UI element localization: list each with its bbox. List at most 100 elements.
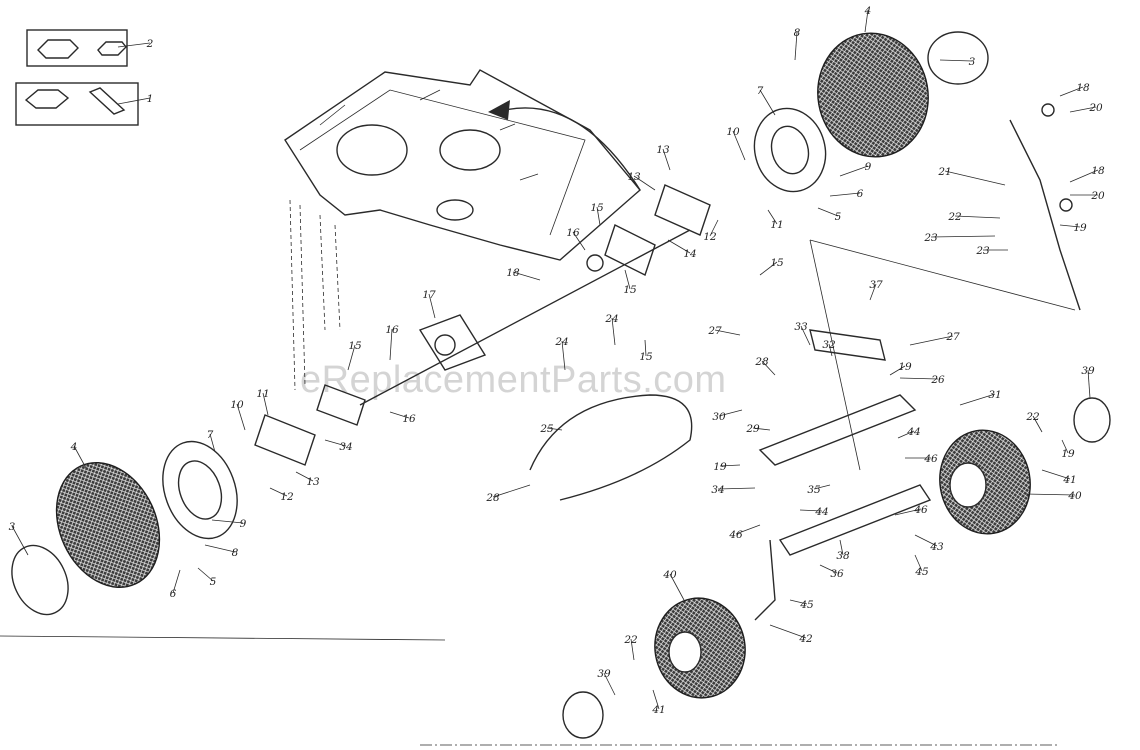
- callout-number: 19: [1061, 448, 1075, 460]
- callout-29: 29: [745, 423, 771, 435]
- callout-number: 46: [728, 529, 743, 541]
- callout-45: 45: [914, 554, 929, 578]
- callout-19: 19: [889, 361, 912, 376]
- callout-43: 43: [914, 534, 944, 553]
- rear-axle-assembly: [254, 184, 711, 466]
- callout-number: 40: [662, 569, 677, 581]
- callout-41: 41: [651, 689, 666, 716]
- callout-number: 5: [835, 211, 842, 223]
- callout-number: 37: [869, 279, 883, 291]
- callout-11: 11: [767, 209, 784, 231]
- callout-number: 15: [639, 351, 653, 363]
- callout-19: 19: [1059, 222, 1087, 234]
- callout-number: 13: [627, 171, 641, 183]
- callout-number: 39: [597, 668, 611, 680]
- callout-number: 12: [703, 231, 717, 243]
- callout-leader: [897, 430, 915, 439]
- callout-leader: [1087, 369, 1091, 399]
- callout-17: 17: [422, 289, 436, 319]
- callout-number: 33: [794, 321, 808, 333]
- callout-number: 7: [757, 85, 764, 97]
- callout-number: 12: [280, 491, 294, 503]
- callout-number: 15: [348, 340, 362, 352]
- callout-number: 45: [799, 599, 814, 611]
- callout-6: 6: [170, 569, 181, 600]
- callout-leader: [709, 219, 719, 237]
- left-hubcap: [11, 544, 69, 616]
- callout-leader: [209, 433, 216, 453]
- callout-16: 16: [566, 227, 586, 251]
- callout-46: 46: [728, 524, 761, 541]
- callout-number: 3: [9, 521, 16, 533]
- callout-15: 15: [590, 202, 604, 226]
- callout-leader: [669, 573, 685, 601]
- callout-number: 3: [969, 56, 976, 68]
- callout-leader: [767, 209, 778, 225]
- callout-8: 8: [794, 27, 801, 61]
- callout-leader: [939, 59, 973, 62]
- callout-number: 38: [836, 550, 850, 562]
- callout-19: 19: [713, 461, 741, 473]
- callout-leader: [759, 261, 778, 276]
- callout-10: 10: [230, 399, 246, 431]
- callout-leader: [914, 534, 938, 547]
- callout-1: 1: [117, 93, 153, 105]
- callout-2: 2: [117, 38, 154, 50]
- callout-leader: [732, 130, 746, 161]
- callout-leader: [930, 235, 996, 238]
- rotation-arrow: [488, 100, 641, 191]
- callout-leader: [1059, 86, 1084, 97]
- callout-leader: [561, 340, 566, 371]
- callout-number: 18: [1076, 82, 1090, 94]
- callout-leader: [603, 672, 616, 696]
- callout-leader: [714, 329, 741, 336]
- callout-leader: [839, 539, 844, 556]
- callout-number: 6: [857, 188, 864, 200]
- callout-45: 45: [789, 599, 814, 611]
- callout-leader: [1059, 224, 1081, 228]
- callout-number: 16: [402, 413, 416, 425]
- callout-number: 27: [707, 325, 722, 337]
- front-right-tire: [939, 429, 1031, 535]
- callout-18: 18: [1069, 165, 1105, 183]
- callout-5: 5: [817, 207, 842, 223]
- callout-34: 34: [711, 484, 756, 496]
- callout-number: 35: [807, 484, 821, 496]
- callout-number: 34: [339, 441, 352, 453]
- callout-leader: [236, 403, 246, 431]
- callout-leader: [347, 344, 356, 371]
- callout-leader: [800, 325, 811, 346]
- callout-11: 11: [256, 388, 270, 416]
- callout-33: 33: [794, 321, 811, 346]
- callout-number: 14: [683, 248, 696, 260]
- callout-40: 40: [1024, 490, 1082, 502]
- callout-16: 16: [389, 411, 416, 425]
- callout-number: 9: [240, 518, 247, 530]
- kit-boxes: [15, 29, 139, 126]
- callout-number: 15: [623, 284, 637, 296]
- callout-number: 13: [306, 476, 320, 488]
- callout-number: 27: [945, 331, 960, 343]
- callout-7: 7: [757, 85, 776, 116]
- callout-leader: [269, 487, 288, 497]
- callout-leader: [324, 439, 347, 447]
- callout-number: 40: [1067, 490, 1082, 502]
- callout-number: 22: [623, 634, 638, 646]
- callout-number: 4: [864, 5, 872, 17]
- callout-leader: [769, 624, 807, 639]
- callout-number: 46: [923, 453, 938, 465]
- callout-leader: [197, 567, 214, 582]
- callout-leader: [1024, 493, 1076, 496]
- callout-16: 16: [385, 324, 399, 361]
- callout-number: 42: [798, 633, 813, 645]
- callout-leader: [428, 293, 436, 319]
- callout-7: 7: [207, 429, 216, 453]
- baseline-lines: [0, 635, 1060, 746]
- callout-leader: [944, 170, 1006, 186]
- callout-46: 46: [905, 453, 938, 465]
- callout-number: 24: [604, 313, 618, 325]
- callout-leader: [1032, 415, 1043, 433]
- callout-number: 5: [210, 576, 217, 588]
- callout-34: 34: [324, 439, 353, 453]
- callout-leader: [295, 471, 314, 482]
